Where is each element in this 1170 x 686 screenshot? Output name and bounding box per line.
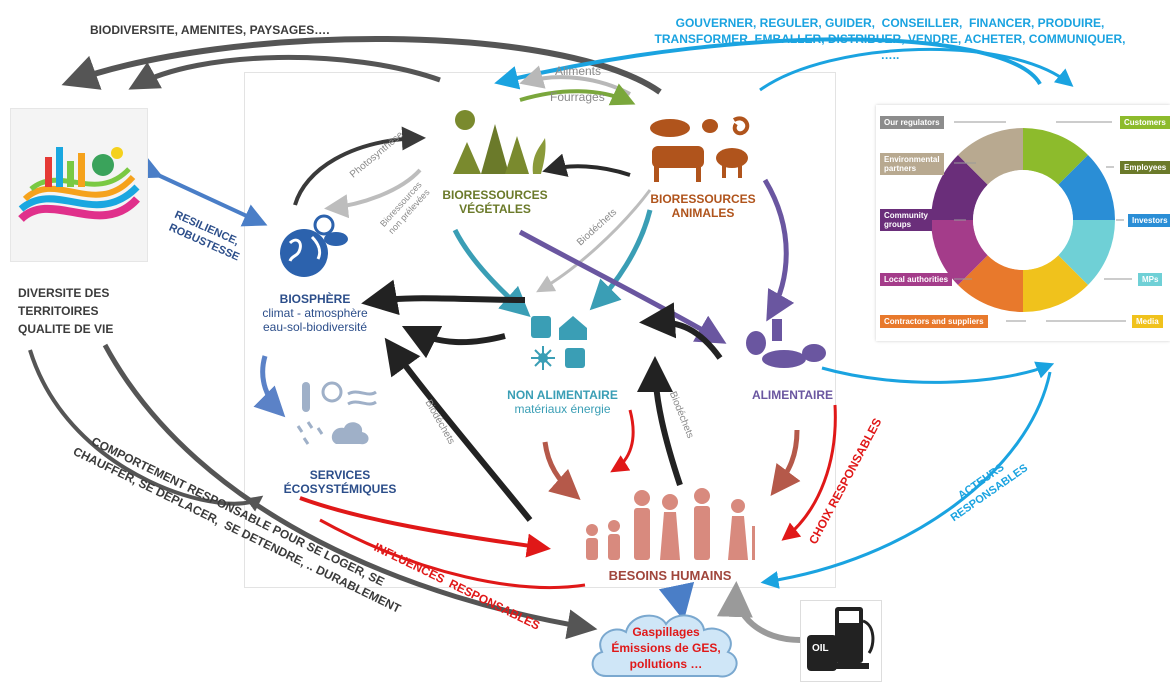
diversity-line-3: QUALITE DE VIE <box>18 322 114 336</box>
red-influences-arrow <box>299 496 551 558</box>
diversity-line-1: DIVERSITE DES <box>18 286 110 300</box>
waste-text: Gaspillages Émissions de GES, pollutions… <box>586 624 746 672</box>
biosphere-sub-2: eau-sol-biodiversité <box>262 320 368 334</box>
arc-top-1 <box>61 35 662 95</box>
oil-pump-icon: OIL <box>800 600 882 682</box>
territory-image <box>10 108 148 262</box>
animal-label: BIORESSOURCES ANIMALES <box>628 192 778 220</box>
arc-blue-2 <box>759 47 1074 92</box>
fourrages-label: Fourrages <box>550 90 605 104</box>
services-label: SERVICES ÉCOSYSTÉMIQUES <box>270 468 410 496</box>
materials-icon <box>525 306 595 376</box>
stakeholder-contractors: Contractors and suppliers <box>880 315 988 328</box>
top-right-banner: GOUVERNER, REGULER, GUIDER, CONSEILLER, … <box>630 15 1150 63</box>
vegetal-line-2: VÉGÉTALES <box>459 202 531 216</box>
stakeholder-panel: Our regulators Environmental partners Co… <box>876 105 1170 341</box>
stakeholder-community: Community groups <box>880 209 932 231</box>
top-left-banner: BIODIVERSITE, AMENITES, PAYSAGES…. <box>90 23 330 37</box>
diversity-line-2: TERRITOIRES <box>18 304 99 318</box>
top-right-line-1: GOUVERNER, REGULER, GUIDER, CONSEILLER, … <box>675 16 1105 30</box>
vegetal-label: BIORESSOURCES VÉGÉTALES <box>420 188 570 216</box>
waste-line-2: Émissions de GES, <box>611 641 721 655</box>
services-line-1: SERVICES <box>309 468 371 482</box>
oil-label: OIL <box>812 643 829 654</box>
animal-line-2: ANIMALES <box>671 206 735 220</box>
stakeholder-local: Local authorities <box>880 273 953 286</box>
weather-icon <box>288 378 378 450</box>
stakeholder-wheel <box>931 121 1132 322</box>
biosphere-label: BIOSPHÈRE climat - atmosphère eau-sol-bi… <box>250 292 380 334</box>
food-icon <box>740 315 830 373</box>
food-label: ALIMENTAIRE <box>751 388 834 402</box>
top-right-line-2: TRANSFORMER, EMBALLER, DISTRIBUER, VENDR… <box>654 32 1126 46</box>
biosphere-sub-1: climat - atmosphère <box>262 306 368 320</box>
stakeholder-environmental: Environmental partners <box>880 153 944 175</box>
top-right-line-3: ….. <box>880 48 900 62</box>
waste-line-1: Gaspillages <box>632 625 700 639</box>
plants-icon <box>445 102 555 180</box>
vegetal-line-1: BIORESSOURCES <box>442 188 548 202</box>
services-line-2: ÉCOSYSTÉMIQUES <box>283 482 397 496</box>
non-food-sub: matériaux énergie <box>514 402 611 416</box>
stakeholder-regulators: Our regulators <box>880 116 944 129</box>
stakeholder-mps: MPs <box>1138 273 1163 286</box>
aliments-label: Aliments <box>555 64 602 78</box>
biosphere-title: BIOSPHÈRE <box>279 292 351 306</box>
needs-label: BESOINS HUMAINS <box>608 568 732 583</box>
stakeholder-investors: Investors <box>1128 214 1170 227</box>
arc-blue-1 <box>494 37 1042 90</box>
stakeholder-employees: Employees <box>1120 161 1170 174</box>
stakeholder-media: Media <box>1132 315 1163 328</box>
arc-top-2 <box>128 54 441 90</box>
diversity-text: DIVERSITE DES TERRITOIRES QUALITE DE VIE <box>18 284 113 338</box>
livestock-icon <box>640 112 770 190</box>
non-food-title: NON ALIMENTAIRE <box>507 388 618 402</box>
animal-line-1: BIORESSOURCES <box>650 192 756 206</box>
globe-icon <box>272 205 352 285</box>
non-food-label: NON ALIMENTAIRE matériaux énergie <box>490 388 635 416</box>
waste-line-3: pollutions … <box>629 657 703 671</box>
cloud-shape <box>591 614 738 678</box>
stakeholder-customers: Customers <box>1120 116 1170 129</box>
people-icon <box>578 486 766 562</box>
